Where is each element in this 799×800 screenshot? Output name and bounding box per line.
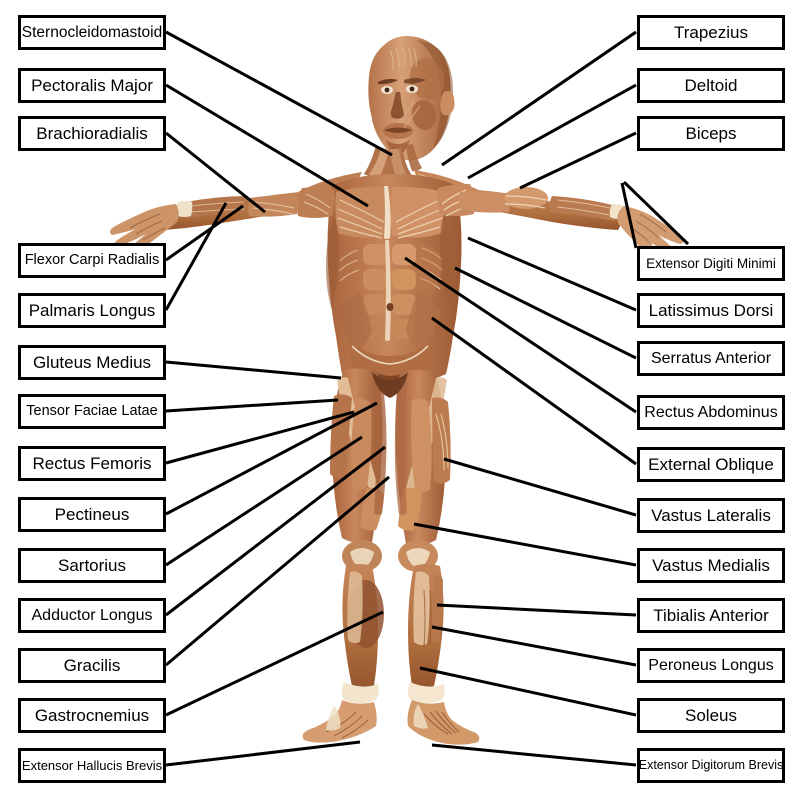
leader-line — [164, 202, 228, 311]
leader-line — [620, 182, 638, 249]
muscle-label-soleus[interactable]: Soleus — [637, 698, 785, 733]
muscle-label-tibialis-anterior[interactable]: Tibialis Anterior — [637, 598, 785, 633]
leader-lines-extra — [622, 180, 690, 246]
leader-line — [431, 316, 637, 466]
leader-line — [165, 204, 244, 262]
muscle-label-external-oblique[interactable]: External Oblique — [637, 447, 785, 482]
muscle-label-text: Rectus Femoris — [32, 454, 152, 473]
muscle-label-text: Latissimus Dorsi — [648, 301, 774, 320]
muscle-label-text: Gluteus Medius — [32, 353, 152, 372]
leader-line — [404, 256, 637, 414]
muscle-label-sartorius[interactable]: Sartorius — [18, 548, 166, 583]
muscle-label-text: Extensor Digiti Minimi — [646, 255, 776, 271]
muscle-label-tensor-faciae-latae[interactable]: Tensor Faciae Latae — [18, 394, 166, 429]
muscle-label-deltoid[interactable]: Deltoid — [637, 68, 785, 103]
leader-line — [165, 30, 393, 157]
torso-region — [294, 170, 486, 388]
extensor-digitorum-brevis-tendons — [423, 710, 460, 735]
muscle-label-pectoralis-major[interactable]: Pectoralis Major — [18, 68, 166, 103]
leader-line — [441, 30, 637, 167]
muscle-label-flexor-carpi-radialis[interactable]: Flexor Carpi Radialis — [18, 243, 166, 278]
muscle-label-rectus-femoris[interactable]: Rectus Femoris — [18, 446, 166, 481]
leader-line — [419, 666, 637, 717]
leader-line — [431, 743, 637, 767]
muscle-label-text: Palmaris Longus — [28, 301, 156, 320]
extensor-digiti-minimi-upper-segment — [622, 180, 690, 246]
leader-line — [467, 83, 637, 180]
muscle-label-text: Pectoralis Major — [31, 76, 153, 95]
muscle-label-pectineus[interactable]: Pectineus — [18, 497, 166, 532]
leader-line — [165, 445, 386, 617]
muscle-label-gastrocnemius[interactable]: Gastrocnemius — [18, 698, 166, 733]
leader-line — [165, 360, 342, 380]
leader-line — [165, 740, 361, 767]
muscle-label-text: Extensor Hallucis Brevis — [21, 758, 163, 773]
muscle-label-text: Pectineus — [54, 505, 130, 524]
muscle-label-vastus-medialis[interactable]: Vastus Medialis — [637, 548, 785, 583]
leader-line — [165, 475, 390, 667]
muscle-label-serratus-anterior[interactable]: Serratus Anterior — [637, 341, 785, 376]
muscle-label-text: Extensor Digitorum Brevis — [638, 758, 784, 773]
muscle-label-text: Peroneus Longus — [648, 656, 774, 674]
leader-line — [519, 131, 637, 190]
muscle-label-text: Sternocleidomastoid — [21, 23, 163, 41]
leader-line — [165, 398, 339, 413]
muscle-label-gluteus-medius[interactable]: Gluteus Medius — [18, 345, 166, 380]
muscle-label-text: Flexor Carpi Radialis — [24, 252, 160, 269]
leader-line — [165, 610, 384, 717]
muscle-label-text: Gastrocnemius — [34, 706, 150, 725]
muscle-label-text: Vastus Lateralis — [651, 506, 771, 525]
muscle-label-text: Serratus Anterior — [650, 349, 772, 367]
muscle-label-text: Tibialis Anterior — [653, 606, 769, 625]
muscle-label-text: Deltoid — [684, 76, 738, 95]
muscle-label-vastus-lateralis[interactable]: Vastus Lateralis — [637, 498, 785, 533]
muscle-label-text: Tensor Faciae Latae — [26, 403, 158, 420]
leader-line — [413, 522, 637, 567]
leader-line — [165, 131, 266, 214]
muscle-label-adductor-longus[interactable]: Adductor Longus — [18, 598, 166, 633]
muscle-label-trapezius[interactable]: Trapezius — [637, 15, 785, 50]
leader-lines-left — [164, 30, 393, 767]
muscle-label-text: Rectus Abdominus — [644, 403, 778, 421]
muscle-label-palmaris-longus[interactable]: Palmaris Longus — [18, 293, 166, 328]
muscle-label-biceps[interactable]: Biceps — [637, 116, 785, 151]
muscle-label-text: Trapezius — [673, 23, 748, 42]
muscle-label-text: External Oblique — [648, 455, 774, 474]
leader-line — [467, 236, 637, 312]
leader-line — [165, 435, 363, 567]
muscle-label-sternocleidomastoid[interactable]: Sternocleidomastoid — [18, 15, 166, 50]
muscle-label-rectus-abdominus[interactable]: Rectus Abdominus — [637, 395, 785, 430]
muscle-label-text: Adductor Longus — [31, 606, 153, 624]
muscle-label-brachioradialis[interactable]: Brachioradialis — [18, 116, 166, 151]
muscle-label-text: Vastus Medialis — [652, 556, 770, 575]
muscle-label-text: Biceps — [685, 124, 737, 143]
muscle-label-peroneus-longus[interactable]: Peroneus Longus — [637, 648, 785, 683]
neck-region — [364, 144, 422, 180]
right-arm-region — [437, 184, 684, 260]
leader-line — [436, 603, 637, 617]
muscle-label-extensor-digitorum-brevis[interactable]: Extensor Digitorum Brevis — [637, 748, 785, 783]
muscle-label-latissimus-dorsi[interactable]: Latissimus Dorsi — [637, 293, 785, 328]
muscle-label-text: Brachioradialis — [36, 124, 148, 143]
muscle-label-extensor-hallucis-brevis[interactable]: Extensor Hallucis Brevis — [18, 748, 166, 783]
leader-line — [431, 625, 637, 667]
muscle-label-text: Soleus — [685, 706, 737, 725]
leader-line — [165, 410, 355, 465]
leader-lines-right — [404, 30, 638, 767]
muscle-label-text: Gracilis — [63, 656, 121, 675]
muscle-label-text: Sartorius — [57, 556, 127, 575]
leader-line — [165, 401, 378, 516]
leader-line — [454, 266, 637, 360]
muscle-label-gracilis[interactable]: Gracilis — [18, 648, 166, 683]
leader-line — [165, 83, 369, 208]
head-region — [368, 36, 455, 161]
leader-line — [443, 457, 637, 517]
muscle-label-extensor-digiti-minimi[interactable]: Extensor Digiti Minimi — [637, 246, 785, 281]
